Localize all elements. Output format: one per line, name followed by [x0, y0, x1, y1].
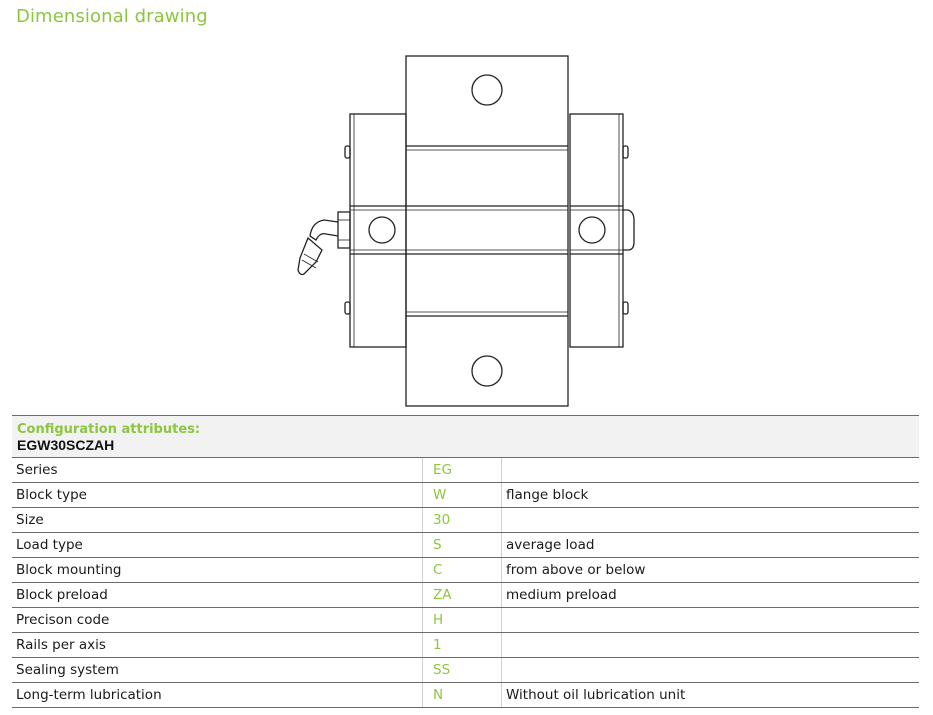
cell-desc: medium preload [501, 582, 919, 608]
cell-desc [501, 458, 919, 483]
config-label: Configuration attributes: [17, 422, 201, 437]
cell-value: 30 [422, 507, 502, 533]
cell-value: N [422, 682, 502, 708]
cell-attr: Block preload [12, 582, 423, 608]
cell-attr: Size [12, 507, 423, 533]
cell-attr: Series [12, 458, 423, 483]
cell-attr: Block mounting [12, 557, 423, 583]
end-cap-right [623, 209, 635, 251]
cell-attr: Load type [12, 532, 423, 558]
cell-desc: average load [501, 532, 919, 558]
cell-value: EG [422, 458, 502, 483]
mount-hole-right [578, 216, 606, 244]
mount-hole-bottom [471, 355, 503, 387]
side-flange-left [349, 113, 407, 348]
cell-desc: flange block [501, 482, 919, 508]
section-title: Dimensional drawing [16, 6, 208, 27]
mount-hole-top [471, 74, 503, 106]
mount-hole-left [368, 216, 396, 244]
config-code: EGW30SCZAH [17, 437, 115, 453]
cell-desc [501, 607, 919, 633]
cell-attr: Block type [12, 482, 423, 508]
cell-value: H [422, 607, 502, 633]
cell-value: W [422, 482, 502, 508]
cell-desc: Without oil lubrication unit [501, 682, 919, 708]
config-header: Configuration attributes: EGW30SCZAH [12, 416, 919, 458]
grease-nipple [297, 211, 351, 276]
cell-value: 1 [422, 632, 502, 658]
cell-desc: from above or below [501, 557, 919, 583]
side-flange-right [569, 113, 624, 348]
center-block [405, 55, 569, 407]
cell-attr: Precison code [12, 607, 423, 633]
cell-desc [501, 632, 919, 658]
cell-desc [501, 507, 919, 533]
cell-value: C [422, 557, 502, 583]
cell-attr: Sealing system [12, 657, 423, 683]
cell-attr: Long-term lubrication [12, 682, 423, 708]
dimensional-drawing [297, 55, 635, 407]
cell-attr: Rails per axis [12, 632, 423, 658]
cell-value: S [422, 532, 502, 558]
configuration-attributes: Configuration attributes: EGW30SCZAH Ser… [12, 415, 919, 708]
cell-value: SS [422, 657, 502, 683]
cell-value: ZA [422, 582, 502, 608]
cell-desc [501, 657, 919, 683]
